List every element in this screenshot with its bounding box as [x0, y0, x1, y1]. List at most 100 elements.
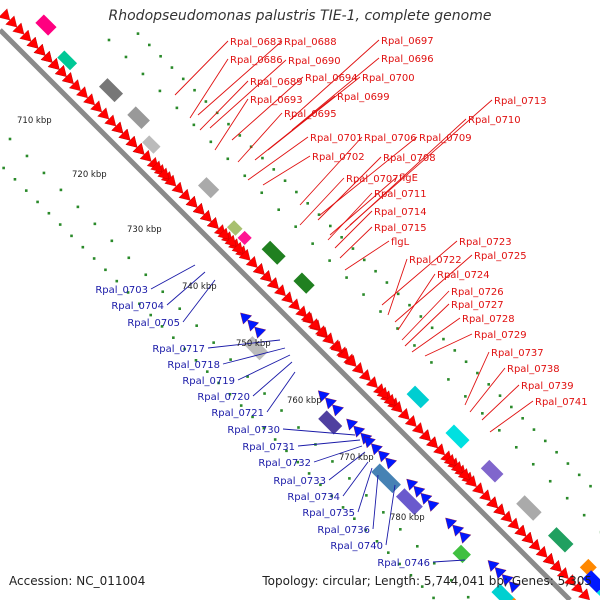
- tick-dot: [178, 307, 182, 310]
- tick-dot: [246, 375, 249, 378]
- forward-gene-label: Rpal_0702: [312, 152, 365, 163]
- tick-dot: [70, 234, 73, 238]
- forward-cds-arrow: [132, 142, 145, 155]
- leader-line: [401, 290, 450, 341]
- reverse-gene-label: Rpal_0734: [287, 492, 340, 503]
- forward-gene-label: Rpal_0695: [284, 109, 337, 120]
- forward-cds-arrow: [578, 588, 590, 600]
- forward-gene-label: Rpal_0708: [383, 153, 436, 164]
- reverse-cds-arrow: [332, 404, 344, 417]
- tick-dot: [374, 269, 377, 273]
- tick-dot: [432, 561, 436, 565]
- reverse-gene-label: Rpal_0718: [167, 360, 220, 371]
- tick-dot: [398, 562, 401, 566]
- leader-line: [328, 451, 366, 481]
- tick-dot: [413, 344, 416, 347]
- tick-dot: [172, 336, 175, 339]
- forward-gene-label: Rpal_0727: [451, 300, 504, 311]
- forward-cds-arrow: [315, 325, 327, 338]
- forward-cds-arrow: [521, 531, 534, 544]
- feature-box: [35, 14, 57, 36]
- feature-box: [516, 495, 542, 521]
- tick-dot: [273, 438, 277, 441]
- tick-dot: [297, 426, 300, 429]
- forward-cds-arrow: [322, 332, 334, 345]
- forward-gene-label: Rpal_0737: [491, 348, 544, 359]
- forward-gene-label: Rpal_0706: [364, 133, 417, 144]
- tick-dot: [453, 349, 457, 352]
- tick-dot: [92, 257, 96, 260]
- leader-line: [464, 351, 490, 406]
- tick-dot: [76, 205, 80, 209]
- forward-gene-label: Rpal_0725: [474, 251, 527, 262]
- kbp-tick-label: 780 kbp: [390, 513, 425, 523]
- forward-cds-arrow: [185, 195, 198, 208]
- leader-line: [189, 58, 229, 119]
- forward-cds-arrow: [493, 503, 506, 516]
- leader-line: [182, 279, 216, 323]
- tick-dot: [362, 258, 366, 262]
- tick-dot: [260, 191, 264, 195]
- tick-dot: [175, 106, 179, 110]
- leader-line: [404, 303, 450, 347]
- feature-box: [445, 424, 470, 449]
- tick-dot: [24, 189, 28, 192]
- tick-dot: [195, 324, 198, 327]
- kbp-tick-label: 720 kbp: [72, 170, 107, 180]
- accession-label: Accession: NC_011004: [9, 574, 146, 588]
- reverse-cds-arrow: [508, 581, 521, 594]
- tick-dot: [364, 528, 367, 532]
- tick-dot: [476, 371, 479, 375]
- forward-cds-arrow: [383, 393, 396, 406]
- tick-dot: [126, 291, 130, 294]
- forward-cds-arrow: [238, 248, 251, 261]
- forward-gene-label: Rpal_0688: [284, 37, 337, 48]
- tick-dot: [432, 596, 435, 600]
- tick-dot: [272, 168, 276, 171]
- tick-dot: [59, 188, 63, 192]
- reverse-gene-label: Rpal_0746: [377, 558, 430, 569]
- leader-line: [254, 95, 336, 161]
- tick-dot: [328, 259, 331, 262]
- tick-dot: [487, 383, 491, 386]
- tick-dot: [295, 190, 298, 194]
- tick-dot: [510, 405, 513, 409]
- forward-cds-arrow: [217, 227, 230, 240]
- leader-line: [150, 264, 196, 290]
- forward-cds-arrow: [500, 510, 513, 523]
- leader-line: [266, 371, 296, 413]
- forward-cds-arrow: [443, 453, 456, 466]
- forward-cds-arrow: [61, 72, 74, 84]
- tick-dot: [330, 494, 334, 498]
- tick-dot: [226, 157, 230, 161]
- genome-title: Rhodopseudomonas palustris TIE-1, comple…: [108, 8, 492, 24]
- forward-cds-arrow: [104, 114, 117, 127]
- reverse-cds-arrow: [385, 457, 397, 470]
- tick-dot: [161, 290, 165, 294]
- forward-cds-arrow: [12, 22, 25, 35]
- reverse-gene-label: Rpal_0731: [242, 442, 295, 453]
- label-leader-lines: [150, 39, 534, 563]
- tick-dot: [345, 276, 348, 279]
- tick-dot: [229, 358, 232, 361]
- tick-dot: [170, 66, 174, 69]
- reverse-gene-label: Rpal_0740: [330, 541, 383, 552]
- leader-line: [252, 361, 293, 397]
- tick-dot: [340, 235, 343, 239]
- tick-dot: [396, 292, 400, 296]
- leader-line: [166, 271, 206, 306]
- tick-dot: [447, 378, 450, 381]
- feature-box: [261, 240, 286, 265]
- forward-cds-arrow: [164, 174, 177, 187]
- reverse-cds-arrow: [427, 500, 440, 512]
- leader-line: [207, 339, 281, 349]
- feature-box: [197, 177, 220, 199]
- tick-dot: [192, 123, 196, 127]
- feature-box: [406, 385, 430, 409]
- tick-dot: [141, 72, 145, 76]
- tick-dot: [375, 540, 379, 543]
- forward-cds-arrow: [199, 210, 212, 222]
- forward-gene-label: flgE: [399, 173, 418, 184]
